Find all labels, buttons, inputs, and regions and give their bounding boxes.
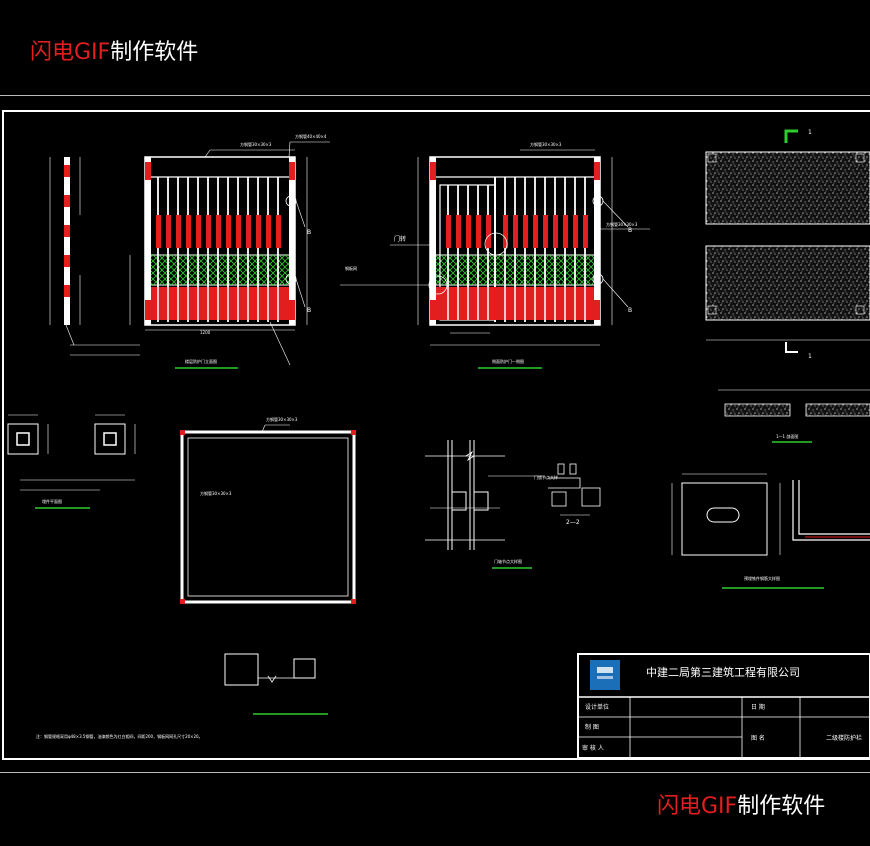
base-label: 埋件平面图 <box>42 498 62 504</box>
tb-reviewer: 审 核 人 <box>582 744 604 752</box>
front-callout-b2: B <box>307 307 311 314</box>
anchor-detail <box>671 473 870 589</box>
door-mesh-label: 钢板网 <box>345 265 357 271</box>
lock-detail <box>548 463 601 516</box>
tb-drawn: 制 图 <box>585 723 599 731</box>
plan-top-label: 方钢管30×30×3 <box>266 416 298 422</box>
front-callout-b1: B <box>307 229 311 236</box>
plan-inner-label: 方钢管30×30×3 <box>200 490 232 496</box>
sheet-border <box>2 110 870 760</box>
side-post-view <box>49 157 140 356</box>
divider-bottom <box>0 772 870 773</box>
divider-top <box>0 95 870 96</box>
front-top-label: 方钢管30×30×3 <box>240 141 272 147</box>
plan-frame <box>180 424 356 604</box>
side-view-label: 侧面防护门一侧图 <box>492 358 524 364</box>
watermark-bottom: 闪电GIF制作软件 <box>657 794 826 819</box>
small-lock <box>224 653 328 715</box>
title-block <box>577 653 870 759</box>
door-right-label: 方钢管30×30×3 <box>606 221 638 227</box>
section-label: 1—1 剖面图 <box>776 433 798 439</box>
section-2-2-label: 2—2 <box>566 519 580 526</box>
front-fence-view <box>129 141 330 369</box>
door-callout-b1: B <box>628 227 632 234</box>
watermark-top: 闪电GIF制作软件 <box>30 40 199 65</box>
front-view-label: 楼层防护门立面图 <box>185 358 217 364</box>
door-top-label: 方钢管30×30×3 <box>530 141 562 147</box>
section-slab <box>705 129 870 443</box>
section-no-top: 1 <box>808 129 812 136</box>
hinge-label: 门轴节点大样图 <box>494 558 522 564</box>
base-plates <box>7 414 136 509</box>
anchor-label: 预埋铁件钢筋大样图 <box>744 575 780 581</box>
section-no-bottom: 1 <box>808 353 812 360</box>
hinge-detail <box>425 440 545 569</box>
company-name: 中建二局第三建筑工程有限公司 <box>646 665 800 679</box>
tb-design-unit: 设计单位 <box>585 703 609 711</box>
lock-label: 门锁节点大样 <box>534 474 558 480</box>
tb-drawing-name: 二级楼防护栏 <box>826 734 862 742</box>
tb-name-label: 图 名 <box>751 734 765 742</box>
door-side-view <box>340 149 650 369</box>
note-text: 注：钢管规格采用φ48×3.5钢管，油漆颜色为红白相间，间距200，钢板网网孔尺… <box>36 733 203 739</box>
front-post-label: 方钢管40×40×4 <box>295 133 327 139</box>
door-hinge-label: 门转 <box>394 235 406 243</box>
tb-date: 日 期 <box>751 703 765 711</box>
door-callout-b2: B <box>628 307 632 314</box>
front-dim-label: 1200 <box>200 330 211 335</box>
